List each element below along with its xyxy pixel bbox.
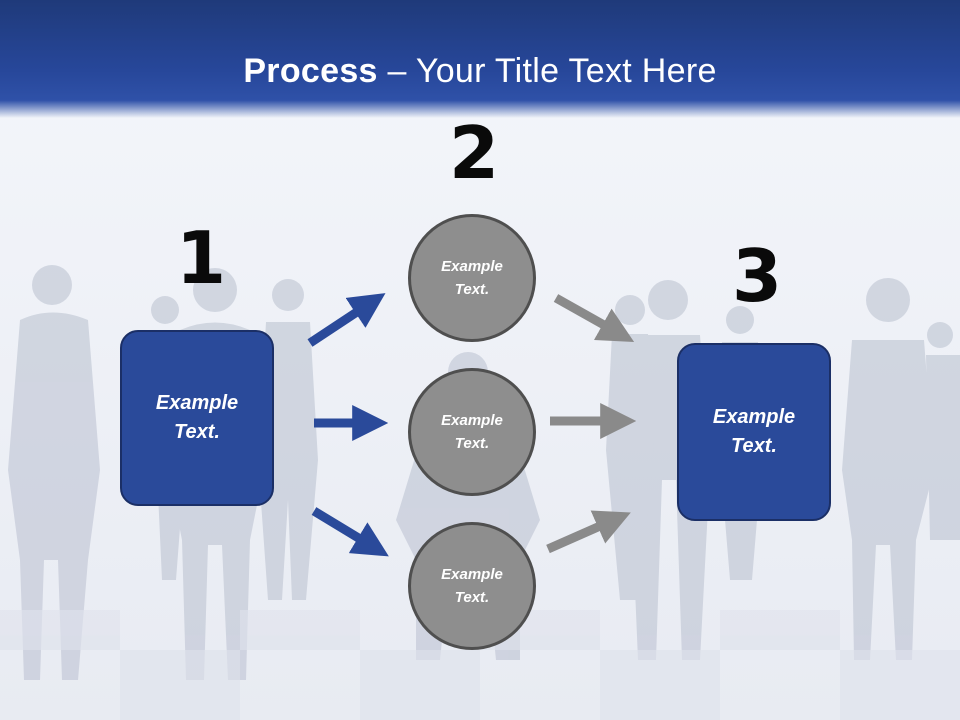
step-number-2: 2 (449, 111, 500, 195)
step-number-1: 1 (176, 216, 227, 300)
step-number-3: 3 (732, 234, 783, 318)
title-rest: – Your Title Text Here (377, 52, 717, 90)
title-banner (0, 0, 960, 118)
slide-title: Process – Your Title Text Here (0, 52, 960, 91)
title-bold: Process (243, 52, 378, 90)
arrow-top-to-3 (553, 294, 635, 342)
arrow-bottom-to-3 (546, 510, 631, 554)
arrow-1-to-top (307, 293, 386, 347)
arrow-1-to-bottom (311, 507, 389, 557)
